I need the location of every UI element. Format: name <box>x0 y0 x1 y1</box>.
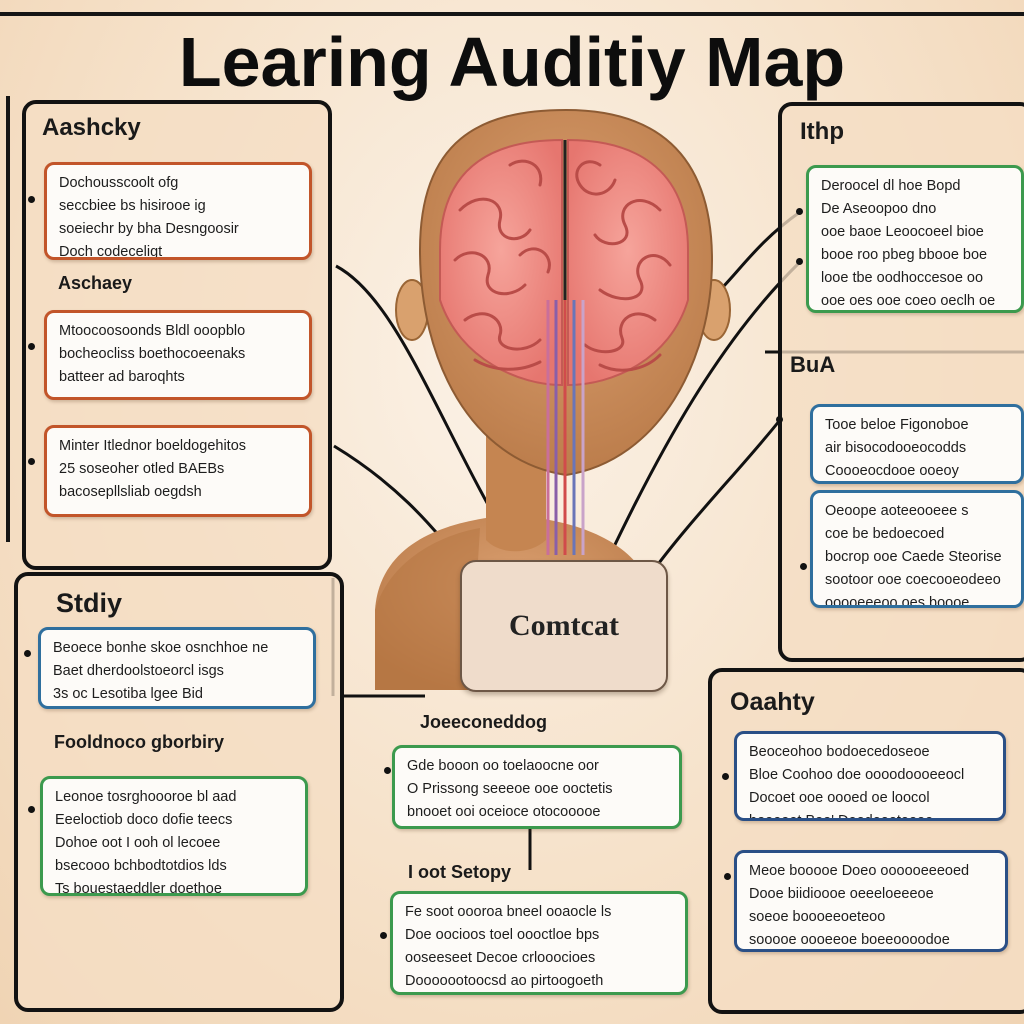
study-box-2: Leonoe tosrghoooroe bl aad Eeeloctiob do… <box>40 776 308 896</box>
bottom-center-heading-2: I oot Setopy <box>408 862 511 882</box>
left-dot-3 <box>28 458 35 465</box>
right-box-1: Deroocel dl hoe Bopd De Aseoopoo dno ooe… <box>806 165 1024 313</box>
center-label-box: Comtcat <box>460 560 668 692</box>
bottom-center-box-1: Gde booon oo toelaoocne oor O Prissong s… <box>392 745 682 829</box>
right-bottom-box-2: Meoe booooe Doeo oooooeeeoed Dooe biidio… <box>734 850 1008 952</box>
right-bottom-panel <box>708 668 1024 1014</box>
brain-illustration-icon <box>439 138 689 390</box>
left-box-1: Dochousscoolt ofg seccbiee bs hisirooe i… <box>44 162 312 260</box>
connector-right-3 <box>648 419 782 576</box>
study-panel-subheading: Fooldnoco gborbiry <box>54 732 224 752</box>
study-panel-heading: Stdiy <box>56 588 123 618</box>
right-dot-4 <box>800 563 807 570</box>
right-bottom-dot-1 <box>722 773 729 780</box>
bottom-center-box-2: Fe soot oooroa bneel ooaocle ls Doe ooci… <box>390 891 688 995</box>
study-dot-2 <box>28 806 35 813</box>
right-bottom-box-1: Beoceohoo bodoecedoseoe Bloe Coohoo doe … <box>734 731 1006 821</box>
right-dot-2 <box>796 258 803 265</box>
right-bottom-panel-heading: Oaahty <box>730 688 815 716</box>
study-dot-1 <box>24 650 31 657</box>
right-box-3: Oeoope aoteeooeee s coe be bedoecoed boc… <box>810 490 1024 608</box>
right-top-panel-heading: Ithp <box>800 118 844 145</box>
spinal-nerves-icon <box>546 300 585 555</box>
frame-left-line <box>6 96 10 542</box>
right-bottom-dot-2 <box>724 873 731 880</box>
left-dot-1 <box>28 196 35 203</box>
right-box-2: Tooe beloe Figonoboe air bisocodooeocodd… <box>810 404 1024 484</box>
left-box-2: Mtoocoosoonds Bldl ooopblo bocheocliss b… <box>44 310 312 400</box>
left-panel-heading: Aashcky <box>42 114 141 141</box>
bottom-dot-2 <box>380 932 387 939</box>
bottom-center-heading-1: Joeeconeddog <box>420 712 548 732</box>
left-box-3: Minter Itlednor boeldogehitos 25 soseohe… <box>44 425 312 517</box>
page-title: Learing Auditiy Map <box>178 23 846 101</box>
frame-top-line <box>0 12 1024 16</box>
bottom-dot-1 <box>384 767 391 774</box>
left-panel-subheading: Aschaey <box>58 273 133 293</box>
connector-right-2 <box>608 260 802 556</box>
study-box-1: Beoece bonhe skoe osnchhoe ne Baet dherd… <box>38 627 316 709</box>
right-dot-3 <box>776 416 783 423</box>
left-dot-2 <box>28 343 35 350</box>
right-dot-1 <box>796 208 803 215</box>
right-top-panel-subheading: BuA <box>790 352 836 377</box>
